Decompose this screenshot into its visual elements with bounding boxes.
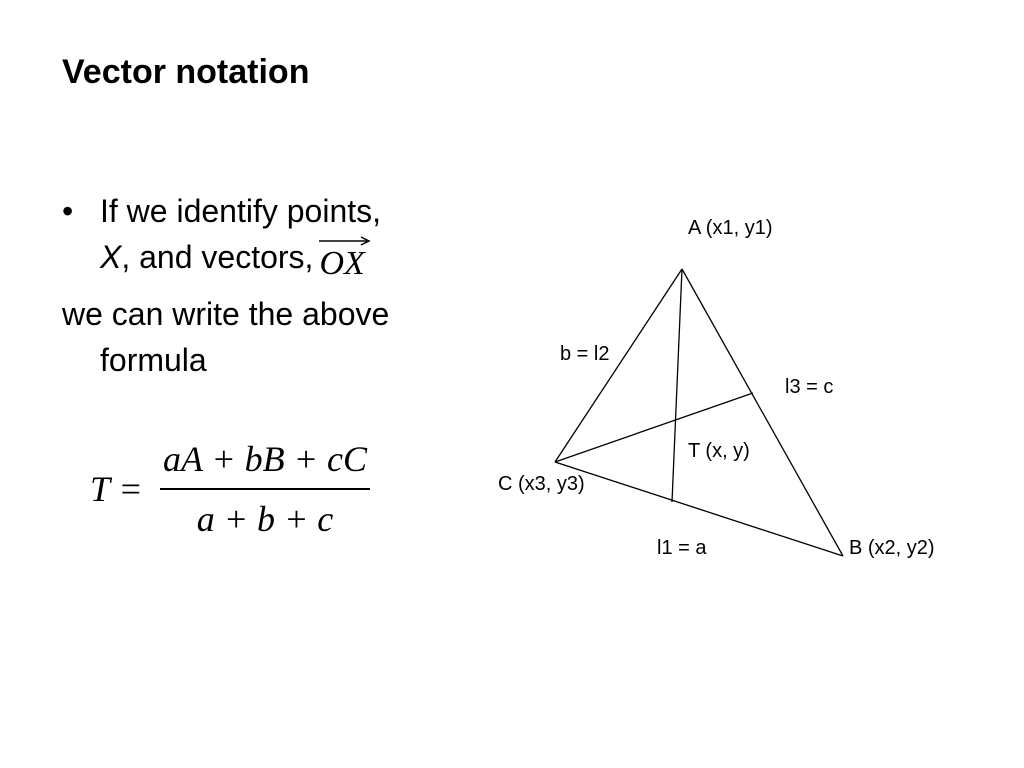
label-vertex-c: C (x3, y3)	[498, 473, 585, 495]
vector-arrow-icon	[319, 236, 372, 246]
formula-denominator: a + b + c	[196, 499, 334, 539]
vector-symbol: OX	[319, 245, 365, 282]
triangle-diagram: A (x1, y1) B (x2, y2) C (x3, y3) T (x, y…	[498, 217, 935, 559]
formula-numerator: aA + bB + cC	[163, 439, 367, 479]
slide-title: Vector notation	[62, 53, 310, 91]
triangle-side-ca	[554, 268, 683, 463]
triangle-side-ab	[681, 268, 844, 557]
point-symbol: X	[100, 239, 122, 275]
formula-lhs: T =	[90, 469, 143, 509]
bullet-line-2: X, and vectors,OX	[62, 234, 502, 282]
fraction-bar	[160, 488, 370, 490]
triangle-side-bc	[554, 461, 844, 557]
bullet-line-1: • If we identify points,	[62, 188, 502, 234]
continuation-line-1: we can write the above	[62, 296, 390, 332]
label-side-a: l1 = a	[657, 537, 707, 559]
bullet-text-line-1: If we identify points,	[100, 193, 382, 229]
label-vertex-b: B (x2, y2)	[849, 537, 935, 559]
continuation-line-2: formula	[100, 342, 207, 378]
bullet-marker: •	[62, 193, 74, 229]
label-point-t: T (x, y)	[688, 440, 750, 462]
label-side-b: b = l2	[560, 343, 609, 365]
bisector-from-a	[671, 268, 683, 503]
bullet-text-block: • If we identify points, X, and vectors,O…	[62, 188, 502, 383]
label-side-c: l3 = c	[785, 376, 833, 398]
label-vertex-a: A (x1, y1)	[688, 217, 772, 239]
bisector-from-c	[554, 392, 754, 463]
bullet-text-line-2: , and vectors,	[121, 239, 314, 275]
vector-notation: OX	[319, 236, 372, 287]
